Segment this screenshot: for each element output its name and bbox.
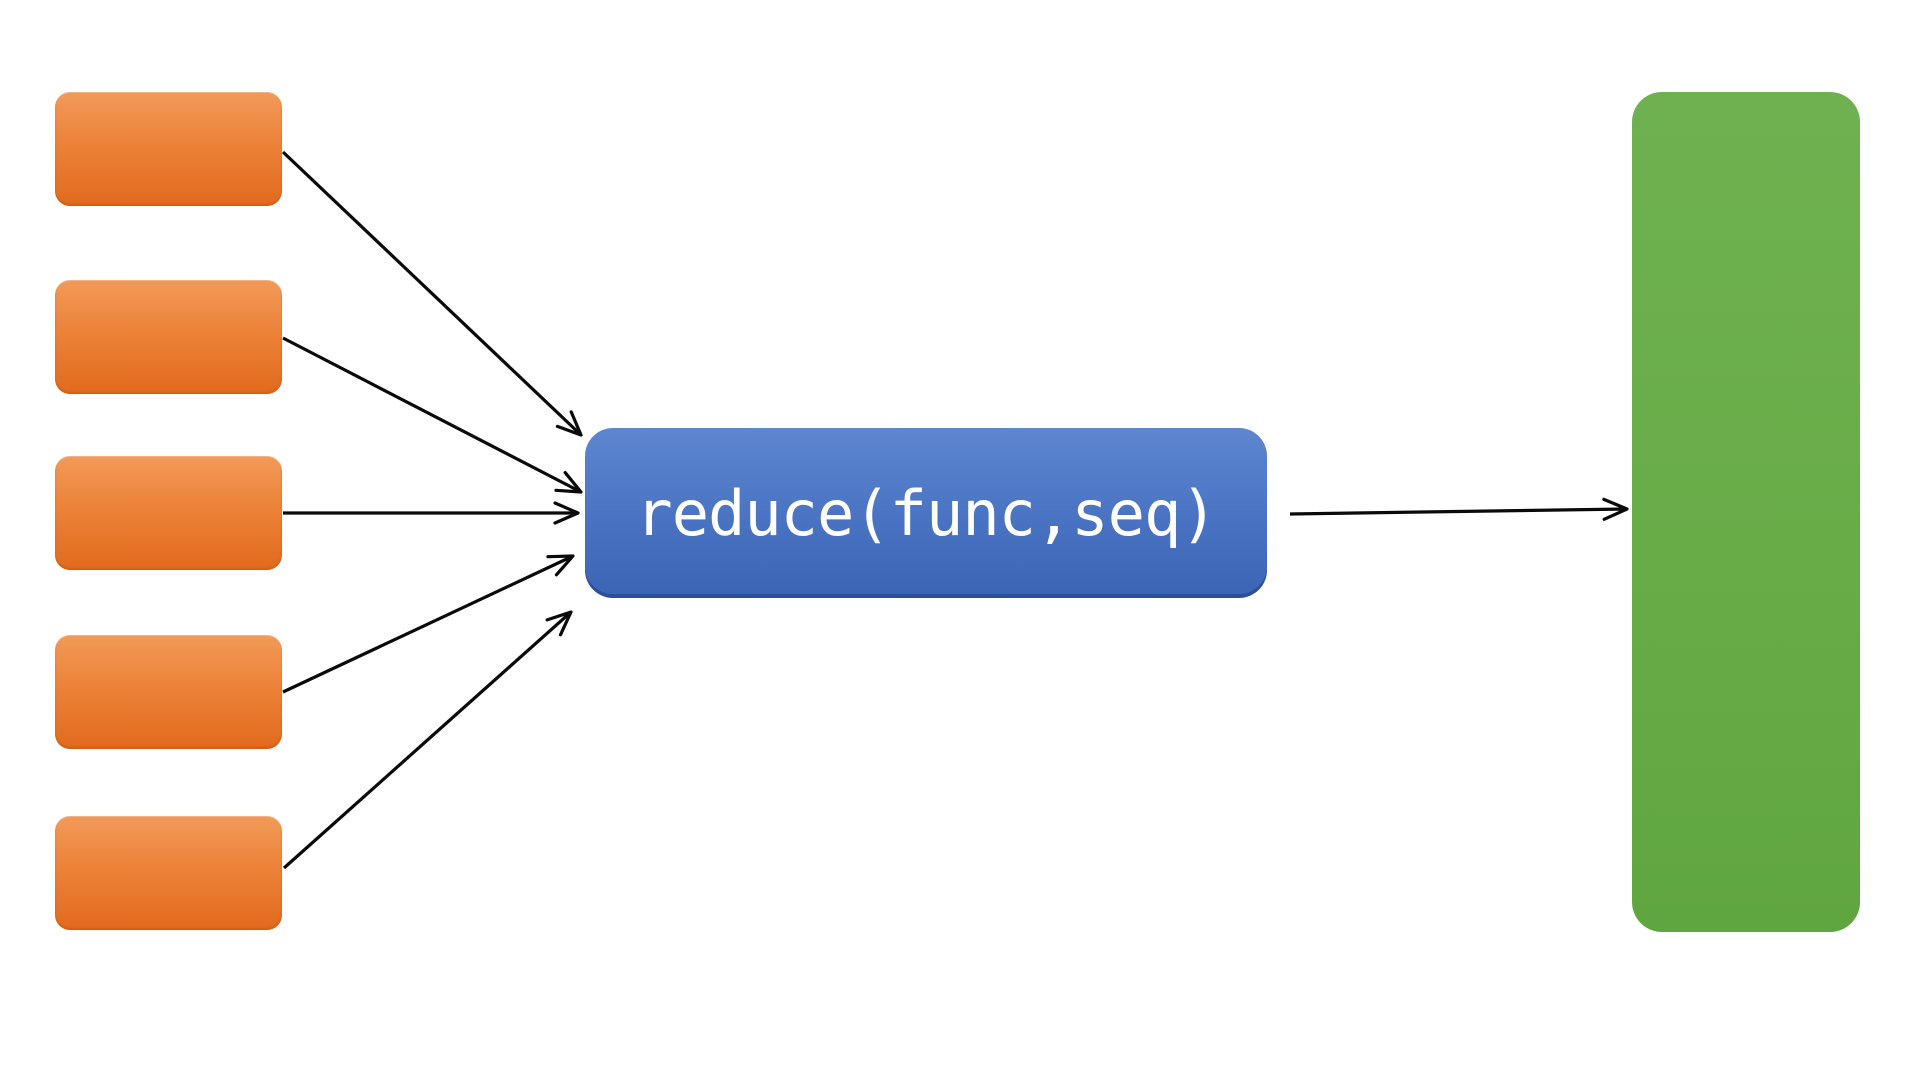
input-box-3 <box>55 456 282 570</box>
input-box-1 <box>55 92 282 206</box>
edge-input1-to-reduce <box>281 150 583 437</box>
reduce-function-box: reduce(func,seq) <box>585 428 1267 598</box>
reduce-function-label: reduce(func,seq) <box>635 476 1217 550</box>
edge-reduce-to-result <box>1289 497 1629 521</box>
result-box <box>1632 92 1860 932</box>
input-box-2 <box>55 280 282 394</box>
edge-input5-to-reduce <box>282 610 573 870</box>
input-box-5 <box>55 816 282 930</box>
edge-input4-to-reduce <box>282 554 575 694</box>
input-box-4 <box>55 635 282 749</box>
edge-input2-to-reduce <box>282 336 583 494</box>
